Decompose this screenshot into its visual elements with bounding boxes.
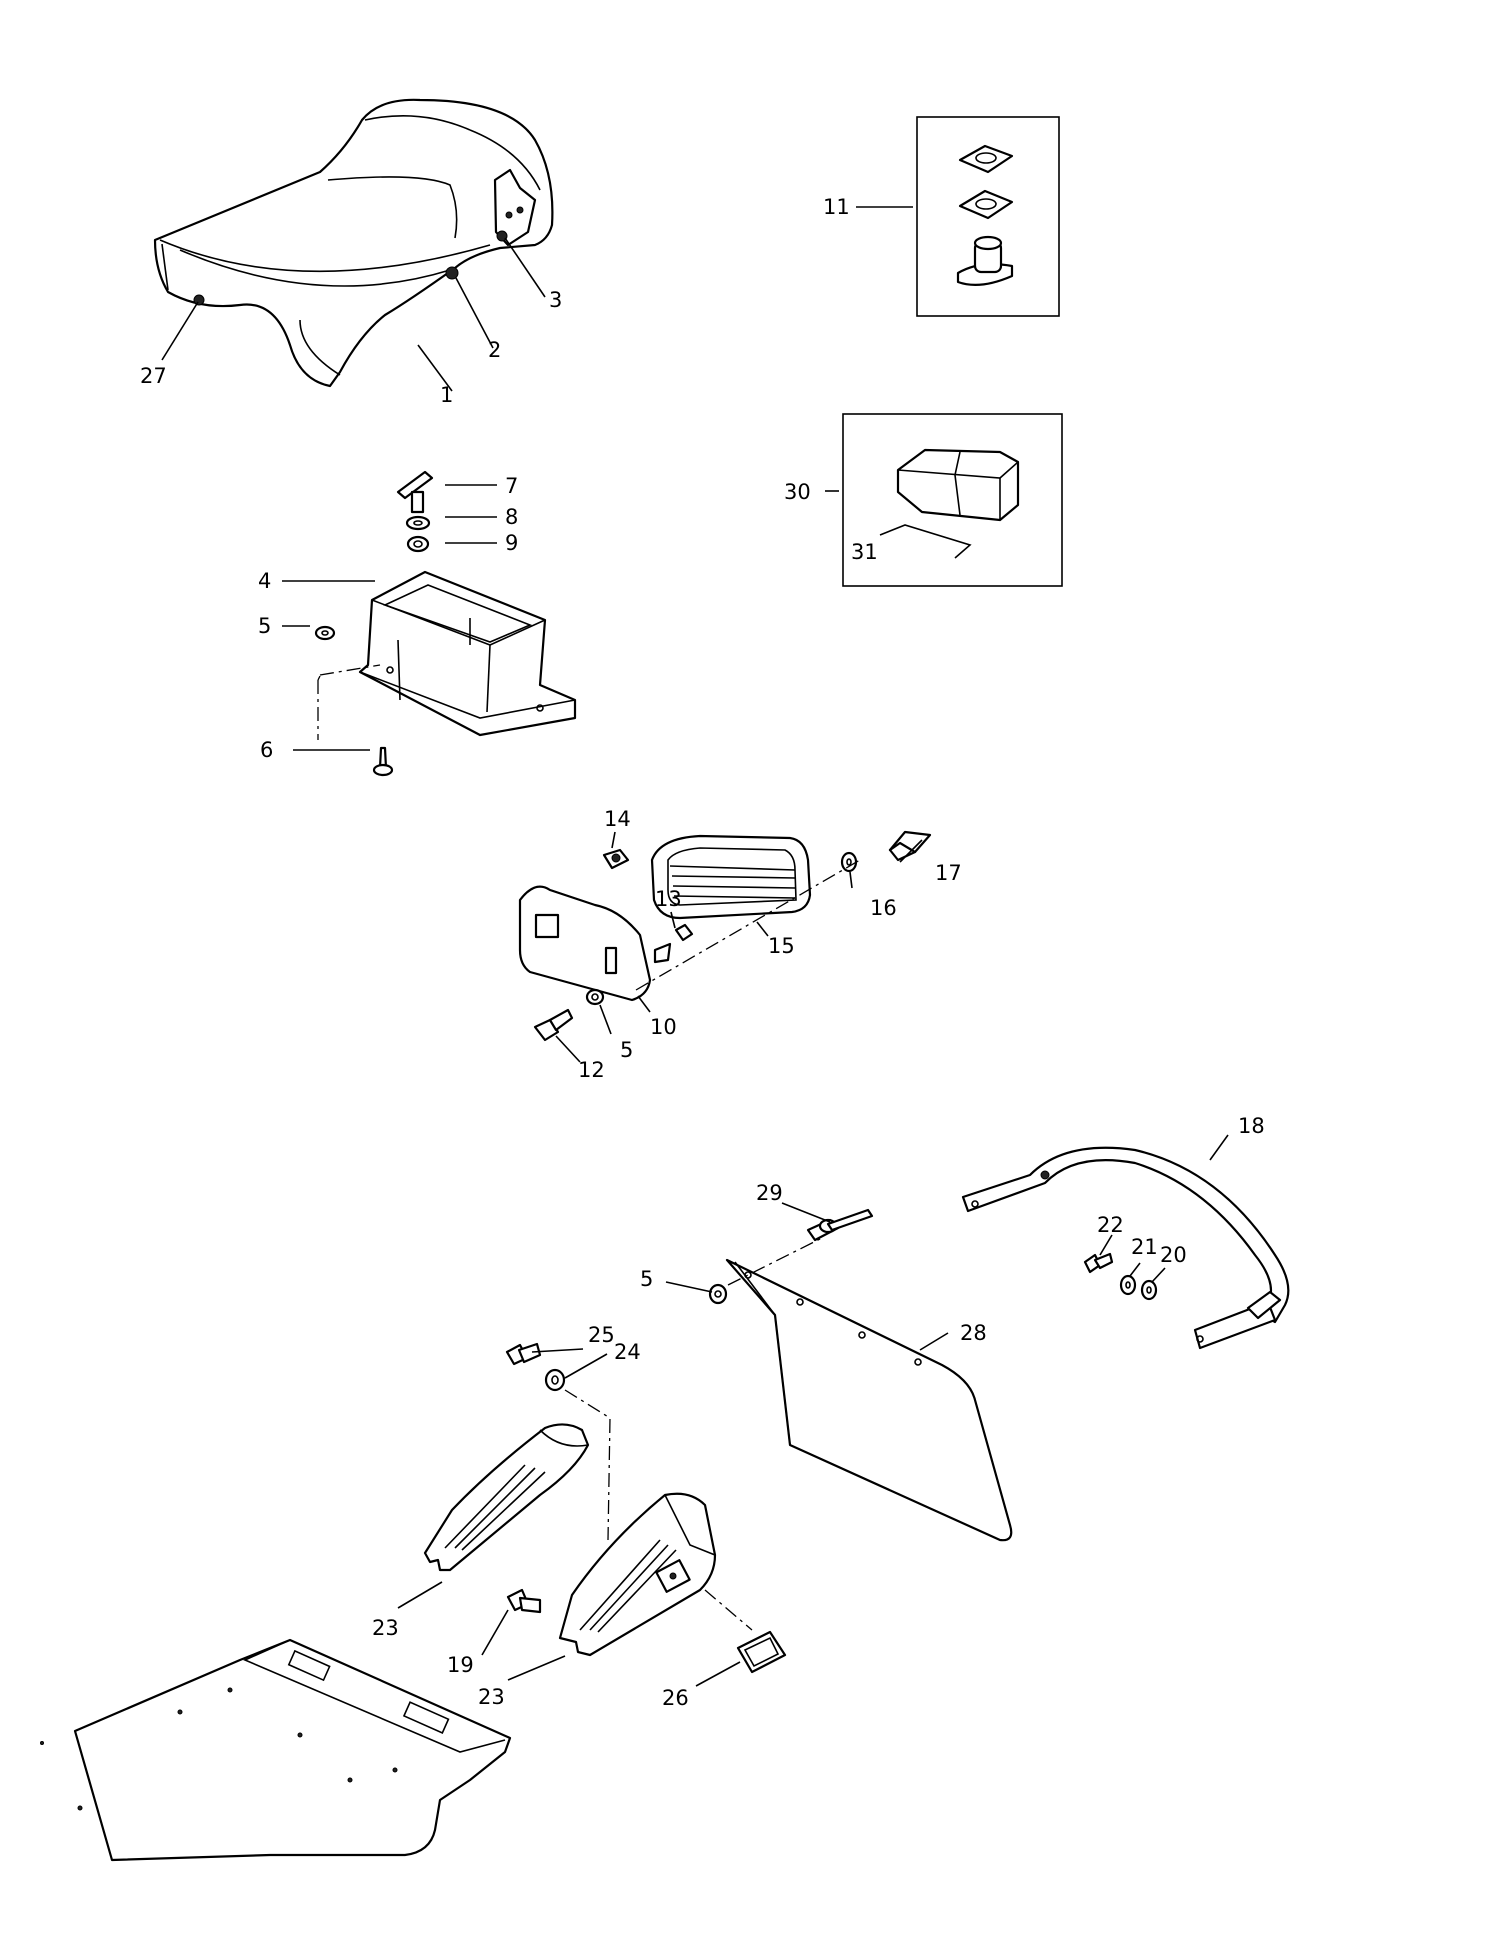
callout-13: 13 bbox=[655, 887, 682, 911]
callout-labels: 1 2 3 27 11 30 31 7 8 9 4 5 6 14 13 17 1… bbox=[140, 195, 1265, 1710]
callout-8: 8 bbox=[505, 505, 518, 529]
callout-28: 28 bbox=[960, 1321, 987, 1345]
callout-14: 14 bbox=[604, 807, 631, 831]
storage-box bbox=[314, 570, 577, 777]
callout-27: 27 bbox=[140, 364, 167, 388]
leader-lines bbox=[161, 206, 1229, 1687]
callout-12: 12 bbox=[578, 1058, 605, 1082]
callout-23-lower: 23 bbox=[478, 1685, 505, 1709]
callout-23-upper: 23 bbox=[372, 1616, 399, 1640]
callout-15: 15 bbox=[768, 934, 795, 958]
callout-5-toolbox: 5 bbox=[258, 614, 271, 638]
callout-30: 30 bbox=[784, 480, 811, 504]
callout-5-mudflap: 5 bbox=[640, 1267, 653, 1291]
callout-7: 7 bbox=[505, 474, 518, 498]
callout-9: 9 bbox=[505, 531, 518, 555]
side-support-upper bbox=[423, 1423, 590, 1572]
callout-22: 22 bbox=[1097, 1213, 1124, 1237]
part-11-kit-box bbox=[916, 116, 1060, 317]
part-30-kit-box bbox=[842, 413, 1063, 587]
callout-21: 21 bbox=[1131, 1235, 1158, 1259]
callout-1: 1 bbox=[440, 383, 453, 407]
t-bolt-assembly bbox=[396, 470, 434, 553]
tail-light-assembly bbox=[518, 830, 932, 1042]
callout-19: 19 bbox=[447, 1653, 474, 1677]
callout-10: 10 bbox=[650, 1015, 677, 1039]
side-support-lower bbox=[506, 1492, 787, 1674]
mud-flap bbox=[708, 1208, 1013, 1542]
screw-and-washer bbox=[505, 1342, 611, 1541]
callout-4: 4 bbox=[258, 569, 271, 593]
grab-handle bbox=[961, 1146, 1290, 1350]
callout-26: 26 bbox=[662, 1686, 689, 1710]
callout-6: 6 bbox=[260, 738, 273, 762]
tunnel-frame bbox=[40, 1638, 512, 1862]
callout-20: 20 bbox=[1160, 1243, 1187, 1267]
callout-2: 2 bbox=[488, 338, 501, 362]
callout-25: 25 bbox=[588, 1323, 615, 1347]
callout-17: 17 bbox=[935, 861, 962, 885]
callout-31: 31 bbox=[851, 540, 878, 564]
callout-18: 18 bbox=[1238, 1114, 1265, 1138]
callout-29: 29 bbox=[756, 1181, 783, 1205]
callout-16: 16 bbox=[870, 896, 897, 920]
callout-3: 3 bbox=[549, 288, 562, 312]
callout-5-taillight: 5 bbox=[620, 1038, 633, 1062]
callout-24: 24 bbox=[614, 1340, 641, 1364]
callout-11: 11 bbox=[823, 195, 850, 219]
